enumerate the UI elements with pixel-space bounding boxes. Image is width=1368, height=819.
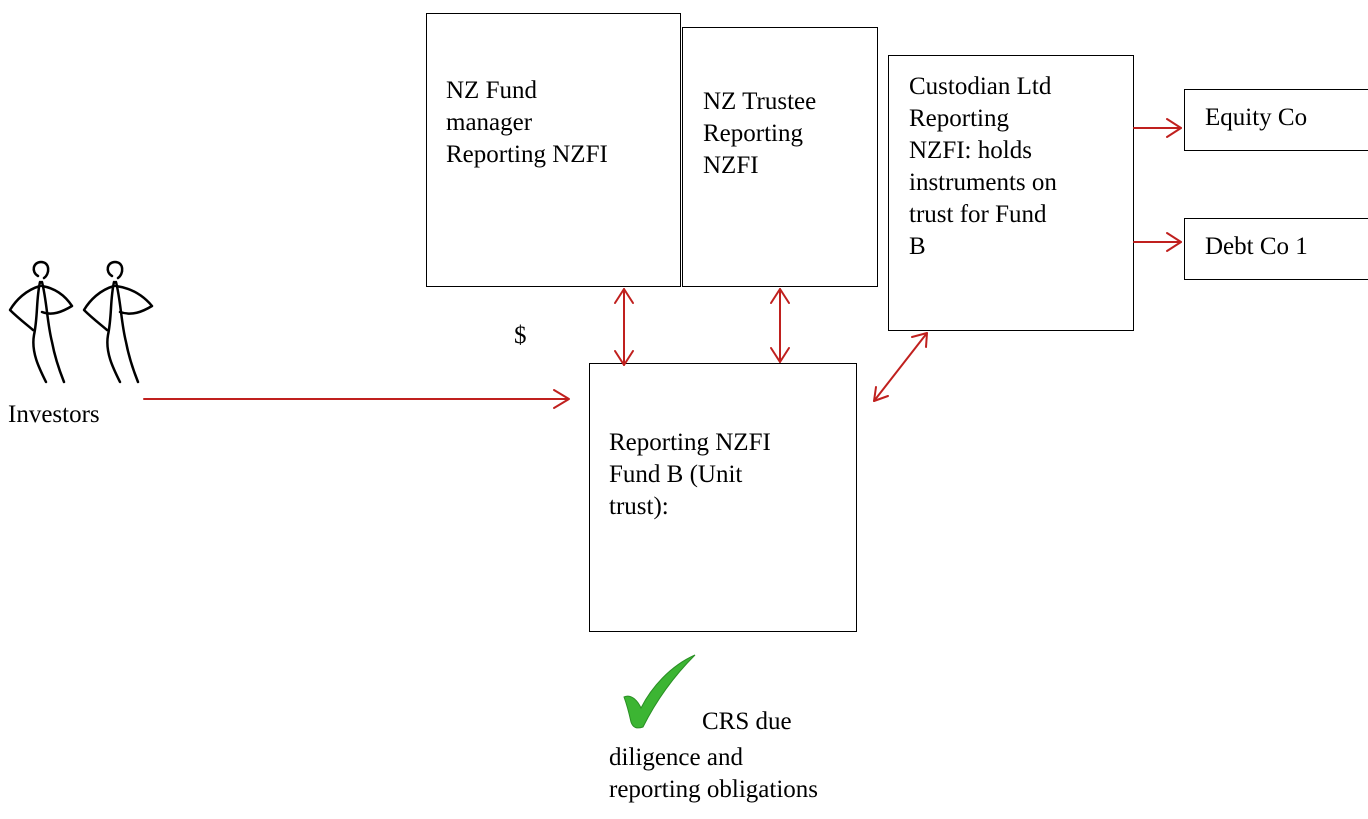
trustee-label: NZ Trustee Reporting NZFI <box>703 88 817 179</box>
equity-co-label: Equity Co <box>1205 104 1308 131</box>
crs-note-rest: diligence and reporting obligations <box>609 744 818 803</box>
fund-b-box <box>589 363 857 632</box>
custodian-label: Custodian Ltd Reporting NZFI: holds inst… <box>909 73 1057 260</box>
green-checkmark-icon <box>623 654 696 729</box>
equity-co-box <box>1184 89 1368 151</box>
stick-figure-people-icon <box>8 260 154 384</box>
fund-manager-fund-b-arrow <box>614 288 634 366</box>
trustee-fund-b-arrow <box>770 288 790 363</box>
custodian-debt-arrow <box>1133 232 1182 252</box>
fund-manager-box <box>426 13 681 287</box>
custodian-fund-b-arrow <box>873 332 928 402</box>
custodian-box <box>888 55 1134 331</box>
fund-b-label: Reporting NZFI Fund B (Unit trust): <box>609 429 771 520</box>
investors-label: Investors <box>8 401 100 428</box>
custodian-equity-arrow <box>1133 118 1182 138</box>
fund-manager-label: NZ Fund manager Reporting NZFI <box>446 77 608 168</box>
debt-co-box <box>1184 218 1368 280</box>
money-symbol: $ <box>514 322 527 349</box>
debt-co-label: Debt Co 1 <box>1205 233 1308 260</box>
crs-note-line1: CRS due <box>702 708 792 735</box>
trustee-box <box>682 27 878 287</box>
investors-to-fund-arrow <box>143 389 570 409</box>
